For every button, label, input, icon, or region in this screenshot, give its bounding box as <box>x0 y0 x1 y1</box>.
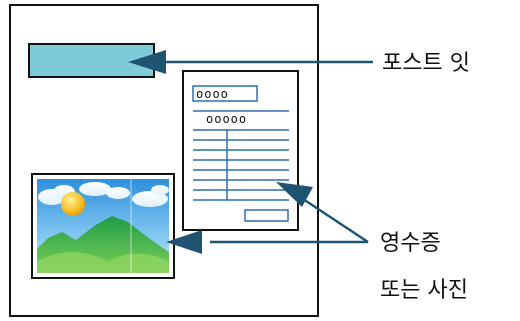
receipt-total-box <box>244 209 289 222</box>
photo-foreground-hill <box>37 252 169 273</box>
receipt-subheader-text: ooooo <box>206 112 247 126</box>
sun-icon <box>61 192 85 216</box>
receipt-header-text: oooo <box>196 87 229 101</box>
landscape-photo-icon <box>31 173 175 279</box>
post-it-arrow <box>128 50 373 74</box>
receipt-photo-arrows <box>166 182 369 254</box>
receipt-label: 영수증 <box>380 231 441 256</box>
receipt-header-box <box>192 85 258 102</box>
photo-label: 또는 사진 <box>380 278 468 303</box>
post-it-label: 포스트 잇 <box>382 51 470 76</box>
receipt-icon: oooo ooooo <box>182 70 299 231</box>
